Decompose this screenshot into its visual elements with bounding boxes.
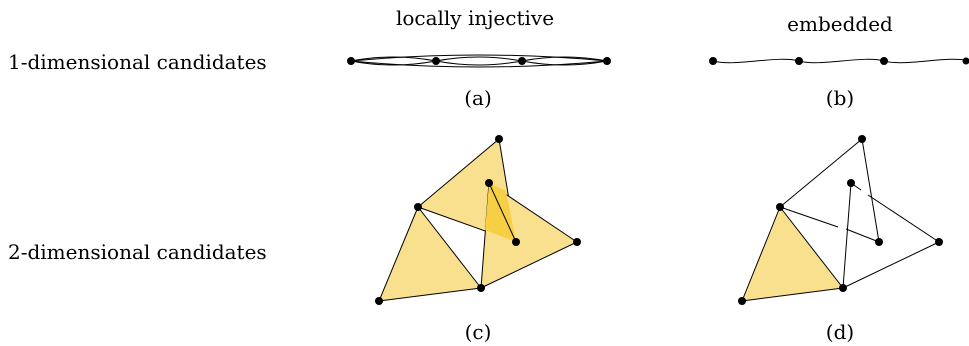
vertex — [776, 203, 784, 211]
edge — [842, 241, 940, 289]
edge — [712, 58, 800, 64]
edge — [488, 182, 517, 243]
vertices-c — [375, 135, 581, 305]
diagram-c — [378, 138, 578, 302]
vertices-a — [347, 57, 611, 65]
vertex — [935, 238, 943, 246]
triangle-filled — [741, 206, 844, 302]
diagram-b — [712, 58, 969, 64]
diagram-a — [350, 54, 608, 68]
edge — [521, 56, 608, 62]
edge — [798, 58, 885, 64]
triangle-bottom-left — [378, 206, 482, 302]
vertex — [880, 57, 888, 65]
edge — [883, 58, 969, 64]
vertex — [795, 57, 803, 65]
vertex — [847, 179, 855, 187]
edge — [845, 228, 880, 243]
edge — [435, 60, 523, 66]
vertex — [518, 57, 526, 65]
caption-a: (a) — [464, 86, 492, 110]
edge — [861, 138, 880, 243]
edge — [842, 182, 852, 289]
vertex — [858, 135, 866, 143]
diagram-d — [741, 138, 940, 302]
vertex — [709, 57, 717, 65]
column-header-locally-injective: locally injective — [395, 6, 555, 30]
column-header-embedded: embedded — [787, 12, 893, 36]
caption-d: (d) — [825, 320, 855, 344]
overlap-region — [485, 183, 516, 242]
edge — [435, 56, 523, 62]
vertex — [512, 238, 520, 246]
edge — [350, 60, 437, 66]
vertex — [432, 57, 440, 65]
vertex — [603, 57, 611, 65]
vertex — [738, 297, 746, 305]
vertex — [573, 238, 581, 246]
vertex — [485, 179, 493, 187]
vertex — [495, 135, 503, 143]
caption-b: (b) — [825, 86, 855, 110]
vertices-b — [709, 57, 969, 65]
vertex — [347, 57, 355, 65]
edge — [521, 60, 608, 66]
edge — [867, 194, 940, 243]
edge — [779, 138, 863, 208]
edge — [350, 56, 437, 62]
vertex — [962, 57, 969, 65]
vertex — [839, 284, 847, 292]
vertex — [375, 297, 383, 305]
row-label-2d: 2-dimensional candidates — [8, 240, 267, 264]
vertex — [875, 238, 883, 246]
vertex — [477, 284, 485, 292]
edge — [779, 206, 839, 228]
caption-c: (c) — [464, 320, 492, 344]
vertex — [414, 203, 422, 211]
edge — [350, 54, 608, 62]
row-label-1d: 1-dimensional candidates — [8, 50, 267, 74]
vertices-d — [738, 135, 943, 305]
edge — [350, 60, 608, 68]
